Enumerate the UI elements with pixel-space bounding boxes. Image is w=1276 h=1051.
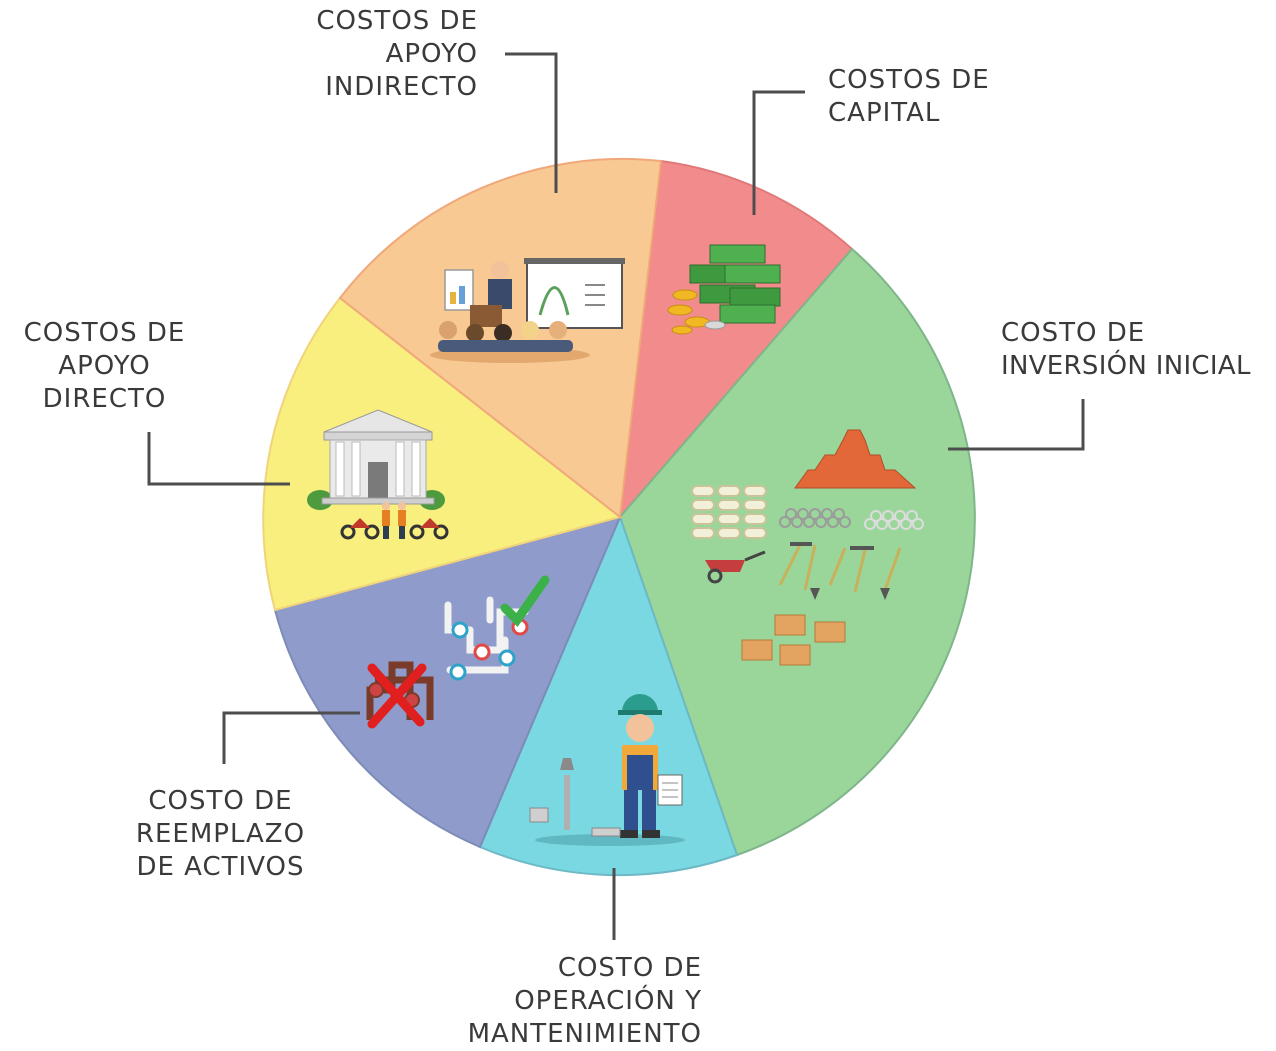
- leader-line-directo: [147, 432, 290, 486]
- slice-capital: [618, 159, 854, 521]
- label-operacion-line-3: MANTENIMIENTO: [467, 1019, 702, 1049]
- leader-line-indirecto: [505, 52, 558, 193]
- construction-materials-icon: [691, 429, 924, 666]
- pipe-replacement-icon: [366, 575, 550, 729]
- label-indirecto-line-3: INDIRECTO: [325, 72, 478, 102]
- label-operacion: COSTO DE OPERACIÓN Y MANTENIMIENTO: [440, 952, 702, 1051]
- label-reemplazo-line-1: COSTO DE: [148, 786, 293, 816]
- label-capital-line-2: CAPITAL: [828, 98, 941, 128]
- leader-lines: [147, 52, 1085, 940]
- slice-directo: [262, 296, 623, 612]
- label-capital-line-1: COSTOS DE: [828, 65, 990, 95]
- label-directo-line-1: COSTOS DE: [23, 318, 186, 348]
- presentation-meeting-icon: [430, 258, 625, 363]
- label-capital: COSTOS DE CAPITAL: [828, 64, 1028, 130]
- government-building-icon: [307, 409, 449, 540]
- label-directo-line-2: APOYO: [58, 351, 151, 381]
- label-indirecto: COSTOS DE APOYO INDIRECTO: [298, 5, 478, 104]
- label-indirecto-line-2: APOYO: [385, 39, 478, 69]
- label-indirecto-line-1: COSTOS DE: [316, 6, 478, 36]
- money-stack-icon: [667, 244, 781, 335]
- label-inversion-line-1: COSTO DE: [1001, 318, 1146, 348]
- leader-line-reemplazo: [222, 711, 360, 764]
- label-reemplazo-line-3: DE ACTIVOS: [136, 852, 305, 882]
- label-inversion-line-2: INVERSIÓN INICIAL: [1001, 351, 1251, 381]
- worker-icon: [529, 694, 685, 846]
- label-reemplazo: COSTO DE REEMPLAZO DE ACTIVOS: [118, 785, 323, 884]
- label-directo-line-3: DIRECTO: [42, 384, 167, 414]
- label-reemplazo-line-2: REEMPLAZO: [135, 819, 306, 849]
- label-operacion-line-2: OPERACIÓN Y: [514, 986, 702, 1016]
- label-operacion-line-1: COSTO DE: [557, 953, 702, 983]
- leader-line-inversion: [948, 399, 1085, 451]
- label-directo: COSTOS DE APOYO DIRECTO: [12, 317, 197, 416]
- leader-line-capital: [752, 90, 805, 215]
- label-inversion: COSTO DE INVERSIÓN INICIAL: [1001, 317, 1271, 383]
